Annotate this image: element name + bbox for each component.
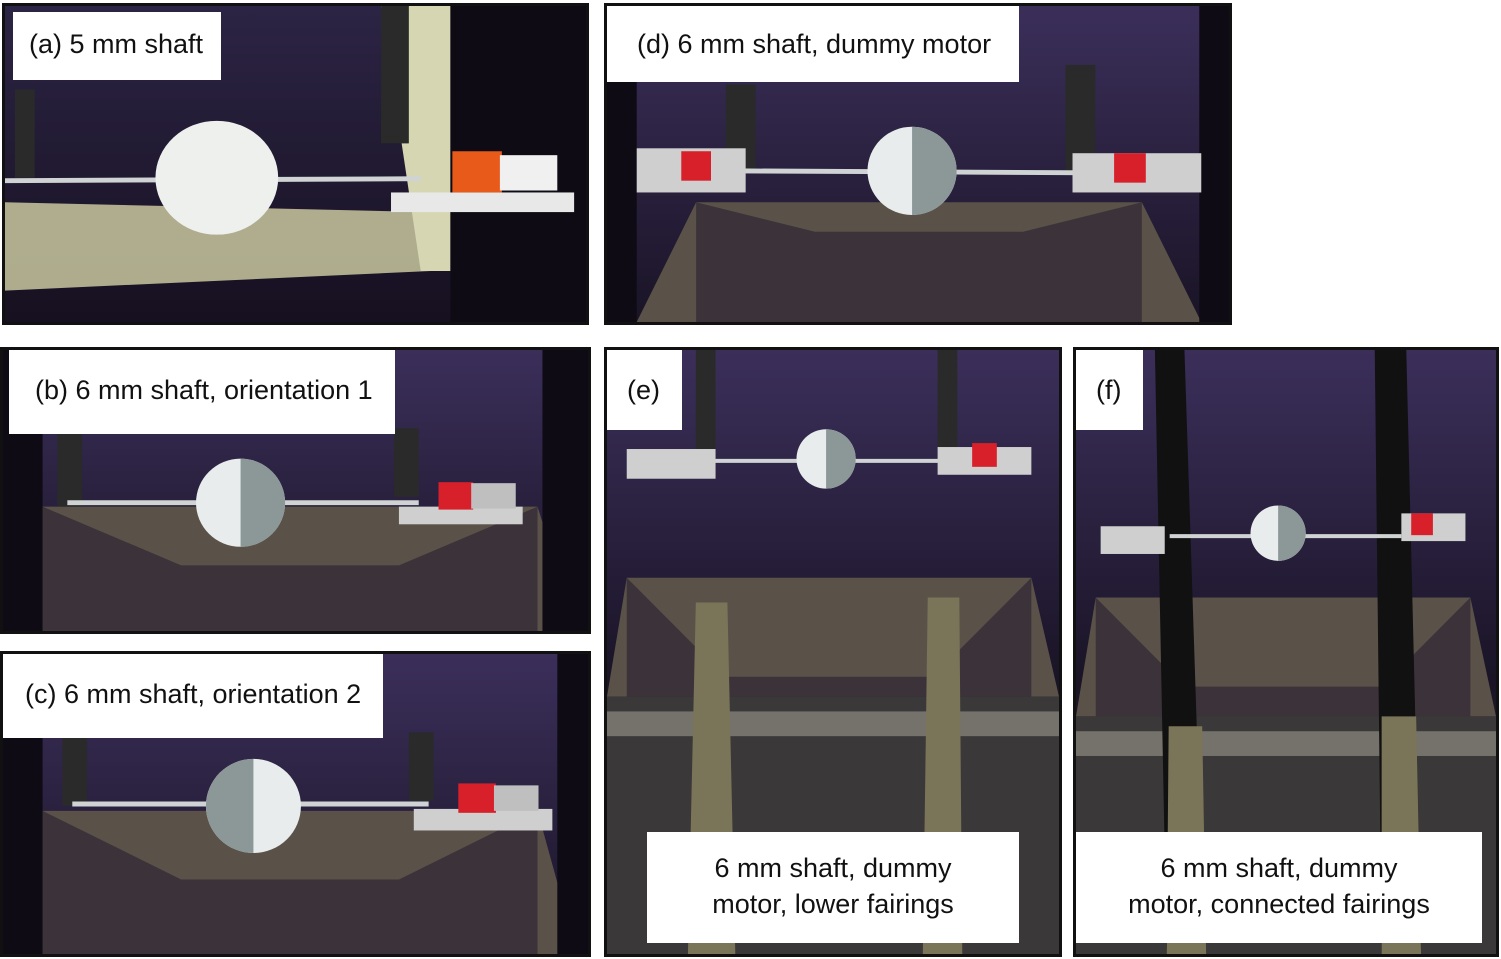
panel-e: (e) 6 mm shaft, dummy motor, lower fairi…: [604, 347, 1062, 957]
panel-label-b: (b) 6 mm shaft, orientation 1: [9, 350, 395, 435]
photo-c: [3, 654, 588, 954]
panel-label-e: (e): [607, 350, 682, 431]
panel-b: (b) 6 mm shaft, orientation 1: [0, 347, 591, 634]
photo-a: [5, 6, 586, 322]
caption-line-1: 6 mm shaft, dummy: [1160, 853, 1398, 883]
panel-c: (c) 6 mm shaft, orientation 2: [0, 651, 591, 957]
caption-line-2: motor, connected fairings: [1128, 889, 1430, 920]
panel-label-c: (c) 6 mm shaft, orientation 2: [3, 654, 384, 739]
panel-caption-f: 6 mm shaft, dummy motor, connected fairi…: [1076, 832, 1482, 943]
panel-caption-e: 6 mm shaft, dummy motor, lower fairings: [647, 832, 1019, 943]
panel-label-a: (a) 5 mm shaft: [13, 12, 222, 81]
caption-line-2: motor, lower fairings: [712, 889, 954, 920]
caption-line-1: 6 mm shaft, dummy: [714, 853, 952, 883]
panel-d: (d) 6 mm shaft, dummy motor: [604, 3, 1232, 325]
panel-a: (a) 5 mm shaft: [2, 3, 589, 325]
panel-f: (f) 6 mm shaft, dummy motor, connected f…: [1073, 347, 1499, 957]
sphere: [155, 120, 279, 235]
panel-label-d: (d) 6 mm shaft, dummy motor: [607, 6, 1020, 83]
panel-label-f: (f): [1076, 350, 1144, 431]
